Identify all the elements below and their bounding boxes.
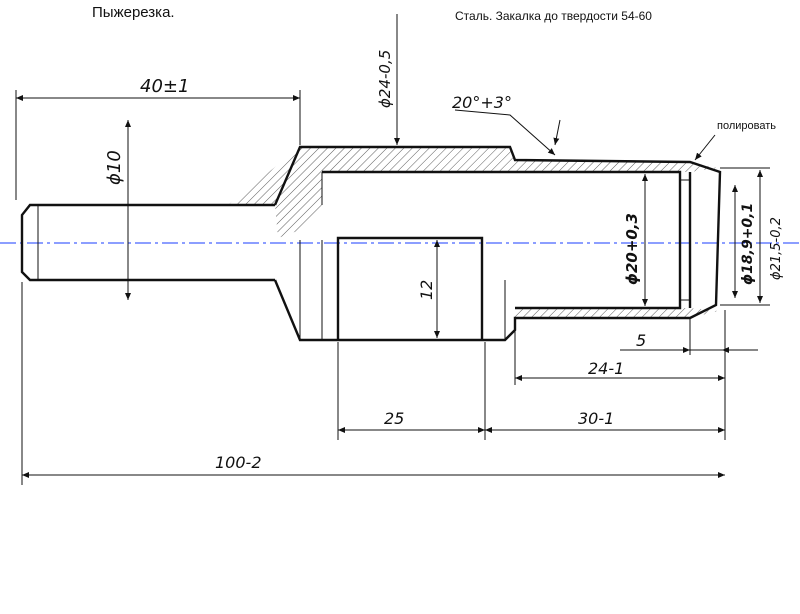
dim-bore-depth: 24-1 xyxy=(588,359,624,378)
dim-shank-length: 40±1 xyxy=(140,76,189,97)
dimension-lines xyxy=(15,14,770,485)
dim-chamfer: 5 xyxy=(636,331,646,350)
dim-taper-angle: 20°+3° xyxy=(452,93,512,112)
material-note: Сталь. Закалка до твердости 54-60 xyxy=(455,9,652,23)
dim-front-length: 30-1 xyxy=(578,409,614,428)
dim-total-length: 100-2 xyxy=(215,453,262,472)
dim-bore-diameter: ϕ20+0,3 xyxy=(623,213,641,285)
dim-outer-diameter: ϕ24-0,5 xyxy=(376,50,394,108)
polish-note: полировать xyxy=(717,120,776,132)
section-hatching xyxy=(228,147,718,318)
dim-slot-length: 25 xyxy=(384,409,404,428)
dim-inner-diameter: ϕ18,9+0,1 xyxy=(740,203,756,285)
dim-tip-diameter: ϕ21,5-0,2 xyxy=(769,217,784,280)
dim-shank-diameter: ϕ10 xyxy=(104,150,125,185)
dim-slot-width: 12 xyxy=(417,280,436,300)
page-title: Пыжерезка. xyxy=(92,4,175,21)
part-outline xyxy=(20,145,722,342)
